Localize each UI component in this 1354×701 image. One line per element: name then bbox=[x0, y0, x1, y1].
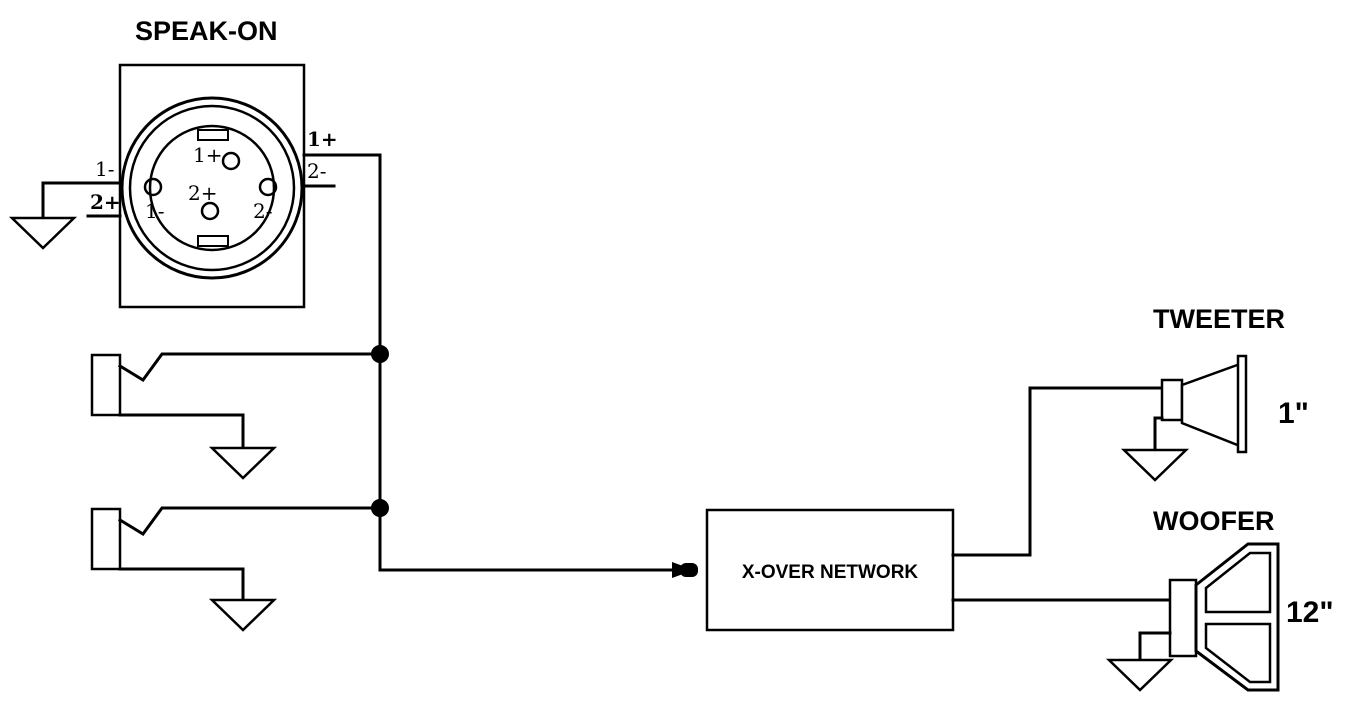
speakon-middle-ring bbox=[128, 104, 296, 272]
inner-label-2-minus: 2- bbox=[253, 199, 272, 223]
terminal-label-2-minus: 2- bbox=[307, 159, 326, 183]
plug-icon bbox=[680, 563, 698, 577]
terminal-label-2-plus: 2+ bbox=[90, 190, 121, 214]
speakon-contact-1-plus bbox=[221, 151, 241, 171]
tweeter-speaker: TWEETER 1" bbox=[1120, 304, 1309, 482]
jack-tip-wire bbox=[117, 352, 382, 382]
speakon-key-bottom bbox=[197, 235, 229, 247]
woofer-title: WOOFER bbox=[1153, 506, 1275, 536]
tweeter-feed-wire bbox=[951, 386, 1164, 557]
inner-label-1-plus: 1+ bbox=[193, 143, 222, 167]
jack-sleeve bbox=[90, 507, 122, 571]
woofer-ground-wire bbox=[1138, 631, 1172, 662]
ground-icon bbox=[1120, 448, 1190, 482]
speakon-key-top bbox=[197, 129, 229, 141]
tweeter-title: TWEETER bbox=[1153, 304, 1285, 334]
speakon-contact-2-plus bbox=[200, 201, 220, 221]
speakon-inner-ring bbox=[148, 124, 276, 252]
tweeter-magnet bbox=[1160, 378, 1184, 422]
jack-ground-wire bbox=[118, 567, 245, 602]
signal-bus bbox=[371, 153, 698, 578]
tweeter-cone bbox=[1180, 362, 1242, 448]
woofer-magnet bbox=[1168, 578, 1198, 658]
speakon-title: SPEAK-ON bbox=[135, 16, 278, 46]
ground-icon bbox=[208, 446, 278, 480]
inner-label-1-minus: 1- bbox=[145, 199, 164, 223]
crossover-network: X-OVER NETWORK bbox=[705, 386, 1172, 632]
jack-tip-wire bbox=[117, 506, 382, 536]
tweeter-size: 1" bbox=[1278, 397, 1309, 430]
crossover-label: X-OVER NETWORK bbox=[742, 562, 919, 583]
tweeter-ground-wire bbox=[1153, 416, 1164, 452]
speakon-contact-1-minus bbox=[143, 177, 163, 197]
woofer-speaker: WOOFER 12" bbox=[1105, 506, 1334, 692]
speakon-contact-2-minus bbox=[258, 177, 278, 197]
crossover-box bbox=[705, 508, 955, 632]
speakon-connector: SPEAK-ON 1+ 2+ 1- 2- 1- 2+ 1+ 2- bbox=[8, 16, 382, 309]
terminal-label-1-minus: 1- bbox=[95, 157, 114, 181]
ground-icon bbox=[1105, 658, 1175, 692]
woofer-cone-lower bbox=[1204, 622, 1272, 684]
ground-icon bbox=[8, 216, 78, 250]
phone-jack-1 bbox=[90, 352, 382, 480]
jack-ground-wire bbox=[118, 413, 245, 450]
ground-icon bbox=[208, 598, 278, 632]
jack-sleeve bbox=[90, 353, 122, 417]
inner-label-2-plus: 2+ bbox=[188, 181, 217, 205]
woofer-frame bbox=[1194, 542, 1280, 692]
woofer-cone-upper bbox=[1204, 551, 1272, 614]
phone-jack-2 bbox=[90, 506, 382, 632]
woofer-size: 12" bbox=[1286, 596, 1334, 629]
terminal-label-1-plus: 1+ bbox=[307, 127, 338, 151]
tweeter-rim bbox=[1236, 354, 1248, 454]
speakon-outer-ring bbox=[120, 96, 304, 280]
